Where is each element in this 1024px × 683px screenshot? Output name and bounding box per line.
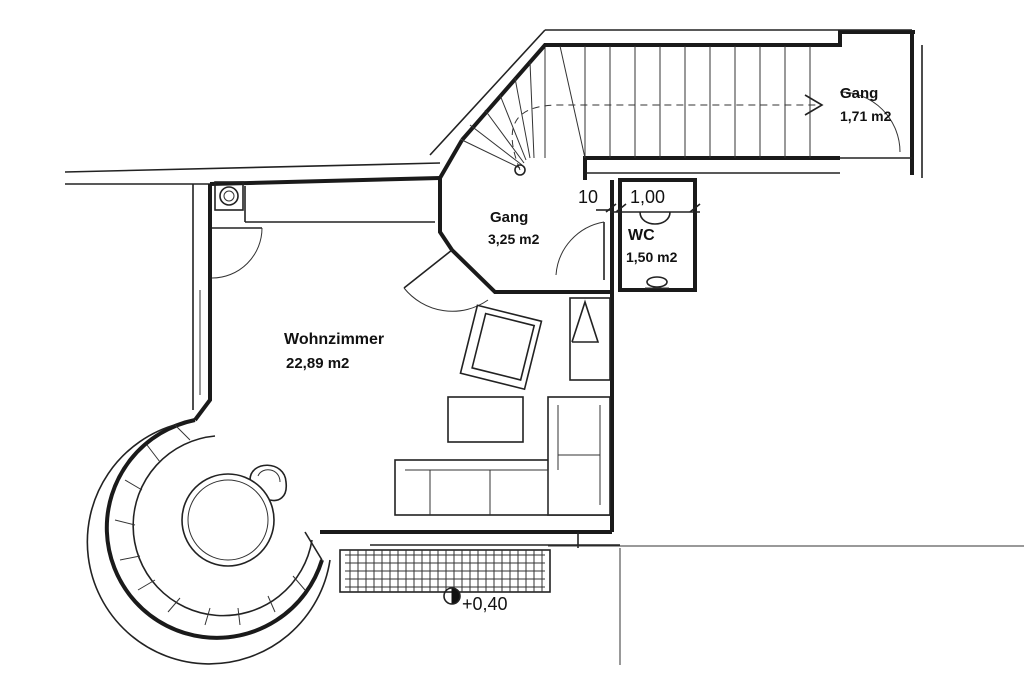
living-furniture [394,297,611,516]
room-name-upper-hall: Gang [840,85,878,102]
staircase [429,29,923,180]
wc-room [610,178,700,292]
exterior-walls [64,162,1024,665]
room-area-wc: 1,50 m2 [626,249,678,265]
room-area-hall: 3,25 m2 [488,231,540,247]
room-area-living: 22,89 m2 [286,355,349,372]
level-marker-icon [451,587,461,605]
room-name-living: Wohnzimmer [284,331,384,348]
round-table [181,473,275,567]
terrace-grate [339,549,551,605]
dimension-wall-thickness: 10 [578,187,598,207]
level-terrace: +0,40 [462,594,508,614]
room-name-wc: WC [628,227,655,244]
round-bay [86,418,331,665]
corner-sofa [394,396,611,516]
side-cabinet [569,297,611,381]
door-living-entry [211,227,263,279]
dimension-wc-width: 1,00 [630,187,665,207]
coffee-table [447,396,524,443]
dimension-ticks [605,203,701,213]
room-area-upper-hall: 1,71 m2 [840,108,892,124]
armchair [459,304,543,391]
room-name-hall: Gang [490,209,528,226]
